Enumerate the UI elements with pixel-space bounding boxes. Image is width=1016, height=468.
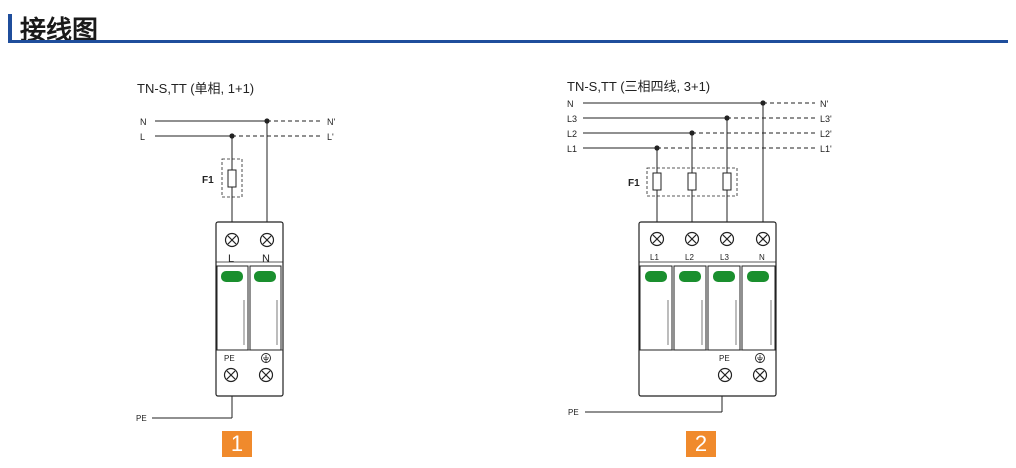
section-header: 接线图	[8, 8, 1008, 46]
diagram2-fuse-box	[646, 167, 738, 197]
diagram1-indicator-n	[254, 271, 276, 282]
diagram-single-phase: TN-S,TT (单相, 1+1) N N' L L' F1 L N	[136, 81, 335, 423]
diagram2-fuse-label: F1	[628, 178, 640, 189]
diagram2-n-prime-label: N'	[820, 99, 828, 109]
diagram2-screw-n-icon	[755, 231, 771, 247]
diagram1-fuse-box	[221, 158, 243, 198]
diagram2-l1-prime-label: L1'	[820, 144, 832, 154]
diagram1-pe-label: PE	[136, 414, 147, 423]
diagram2-terminal-l2: L2	[685, 253, 694, 262]
diagram1-screw-n-icon	[259, 232, 275, 248]
diagram2-l3-label: L3	[567, 114, 577, 124]
diagram2-indicator-l2	[679, 271, 701, 282]
diagram2-ground-icon	[755, 353, 765, 363]
diagram1-n-label: N	[140, 117, 147, 127]
diagram-three-phase: TN-S,TT (三相四线, 3+1) N N' L3 L3' L2 L2' L…	[567, 79, 832, 417]
diagram2-l3-prime-label: L3'	[820, 114, 832, 124]
diagram1-l-label: L	[140, 132, 145, 142]
diagram2-pe-label: PE	[568, 408, 579, 417]
diagram1-indicator-l	[221, 271, 243, 282]
diagram2-fuse-l1-icon	[652, 172, 662, 191]
diagram1-fuse-icon	[227, 169, 237, 188]
diagram1-ground-icon	[261, 353, 271, 363]
diagram2-indicator-l1	[645, 271, 667, 282]
diagram1-caption: TN-S,TT (单相, 1+1)	[137, 81, 254, 96]
diagram2-screw-pe-icon	[717, 367, 733, 383]
diagram2-indicator-l3	[713, 271, 735, 282]
diagram1-terminal-l: L	[228, 253, 234, 265]
diagram2-caption: TN-S,TT (三相四线, 3+1)	[567, 79, 710, 94]
diagram2-module-l3	[707, 265, 741, 351]
diagram2-terminal-l1: L1	[650, 253, 659, 262]
diagram1-fuse-label: F1	[202, 175, 214, 186]
diagram1-screw-ground-icon	[258, 367, 274, 383]
diagram1-terminal-n: N	[262, 253, 270, 265]
title-underline	[8, 40, 1008, 43]
diagram2-screw-l2-icon	[684, 231, 700, 247]
diagram2-screw-l1-icon	[649, 231, 665, 247]
diagram2-terminal-l3: L3	[720, 253, 729, 262]
diagram2-l1-label: L1	[567, 144, 577, 154]
diagram1-n-prime-label: N'	[327, 117, 335, 127]
diagram1-terminal-pe: PE	[224, 354, 235, 363]
diagram2-number-badge: 2	[686, 431, 716, 457]
diagram2-fuse-l3-icon	[722, 172, 732, 191]
diagram2-l2-label: L2	[567, 129, 577, 139]
diagram1-screw-l-icon	[224, 232, 240, 248]
diagram1-screw-pe-icon	[223, 367, 239, 383]
diagram2-l2-prime-label: L2'	[820, 129, 832, 139]
diagram1-l-prime-label: L'	[327, 132, 334, 142]
diagram2-fuse-l2-icon	[687, 172, 697, 191]
diagram2-n-label: N	[567, 99, 574, 109]
diagram2-screw-ground-icon	[752, 367, 768, 383]
diagram2-indicator-n	[747, 271, 769, 282]
title-accent-bar	[8, 14, 12, 40]
diagram2-terminal-pe: PE	[719, 354, 730, 363]
diagram2-screw-l3-icon	[719, 231, 735, 247]
diagram2-terminal-n: N	[759, 253, 765, 262]
diagram1-number-badge: 1	[222, 431, 252, 457]
